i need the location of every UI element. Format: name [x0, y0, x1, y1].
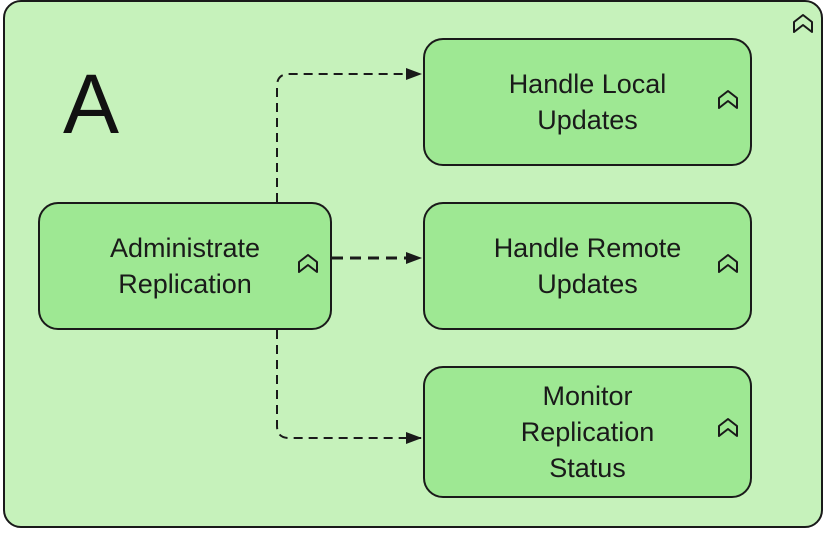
- edge-to-monitor-replication-status: [276, 330, 422, 444]
- function-chevron-icon: [716, 52, 740, 109]
- node-administrate-replication[interactable]: Administrate Replication: [38, 202, 332, 330]
- function-chevron-icon: [716, 216, 740, 273]
- function-chevron-icon: [296, 216, 320, 273]
- container-label: A: [63, 57, 120, 151]
- node-label: Handle Local Updates: [508, 69, 667, 135]
- node-handle-remote-updates[interactable]: Handle Remote Updates: [423, 202, 752, 330]
- function-chevron-icon: [791, 12, 815, 36]
- node-handle-local-updates[interactable]: Handle Local Updates: [423, 38, 752, 166]
- node-label: Monitor Replication Status: [520, 381, 655, 483]
- node-monitor-replication-status[interactable]: Monitor Replication Status: [423, 366, 752, 498]
- node-label: Administrate Replication: [109, 233, 261, 299]
- function-chevron-icon: [716, 380, 740, 437]
- edge-to-handle-local-updates: [276, 68, 422, 202]
- node-label: Handle Remote Updates: [493, 233, 682, 299]
